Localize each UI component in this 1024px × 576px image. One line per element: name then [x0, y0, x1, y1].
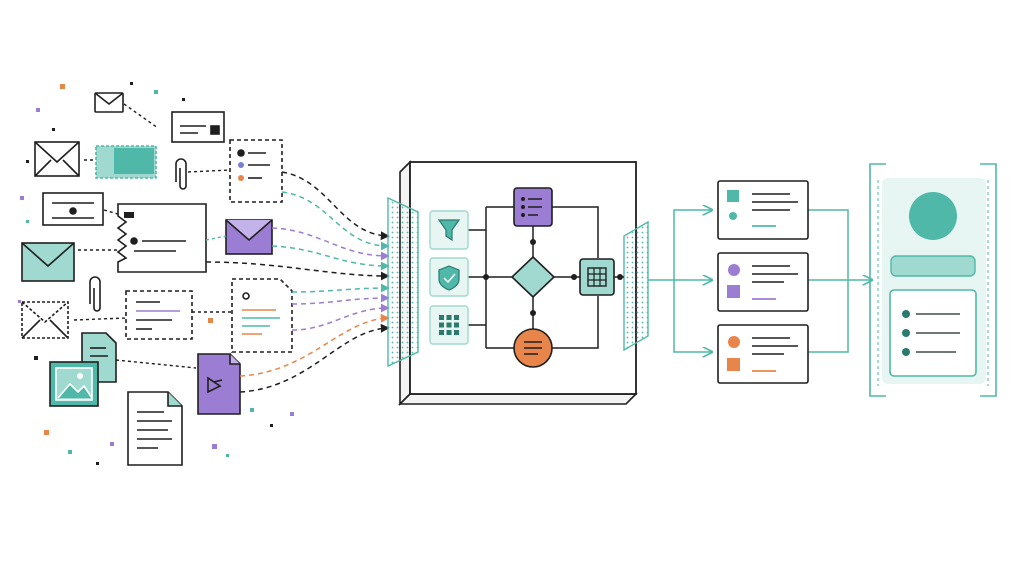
grid-icon [429, 305, 469, 345]
output-routing [648, 210, 872, 352]
checklist-icon [229, 139, 283, 203]
confetti-dots [18, 82, 294, 465]
purple-record-card [717, 252, 809, 312]
envelope-icon [225, 219, 273, 255]
list-icon [513, 328, 553, 368]
scatter-connectors [73, 103, 232, 369]
chip-icon [579, 258, 615, 296]
form-icon [116, 203, 207, 273]
attachment-icon [175, 158, 187, 190]
orange-record-card [717, 324, 809, 384]
document-icon [231, 278, 293, 353]
profile-panel [869, 163, 997, 397]
input-flows [205, 171, 390, 393]
input-filter-mesh [387, 196, 419, 368]
name-bar [890, 255, 976, 277]
input-documents [21, 92, 293, 466]
ticket-icon [95, 145, 157, 179]
attachment-icon [89, 276, 101, 312]
wire-nodes [483, 239, 623, 316]
document-icon [127, 391, 183, 466]
document-icon [125, 290, 193, 340]
envelope-icon [94, 92, 124, 113]
pdf-icon [197, 353, 241, 415]
checklist-icon [513, 187, 553, 227]
shield-icon [429, 257, 469, 297]
decision-icon [510, 255, 556, 299]
open-envelope-icon [21, 301, 69, 339]
teal-record-card [717, 180, 809, 240]
output-filter-mesh [623, 220, 649, 352]
filter-icon [429, 210, 469, 250]
avatar-icon [909, 192, 957, 240]
envelope-icon [34, 141, 80, 177]
photo-icon [49, 361, 99, 407]
detail-list [889, 289, 977, 377]
id-card-icon [42, 192, 104, 226]
receipt-icon [171, 111, 225, 143]
envelope-icon [21, 242, 75, 282]
